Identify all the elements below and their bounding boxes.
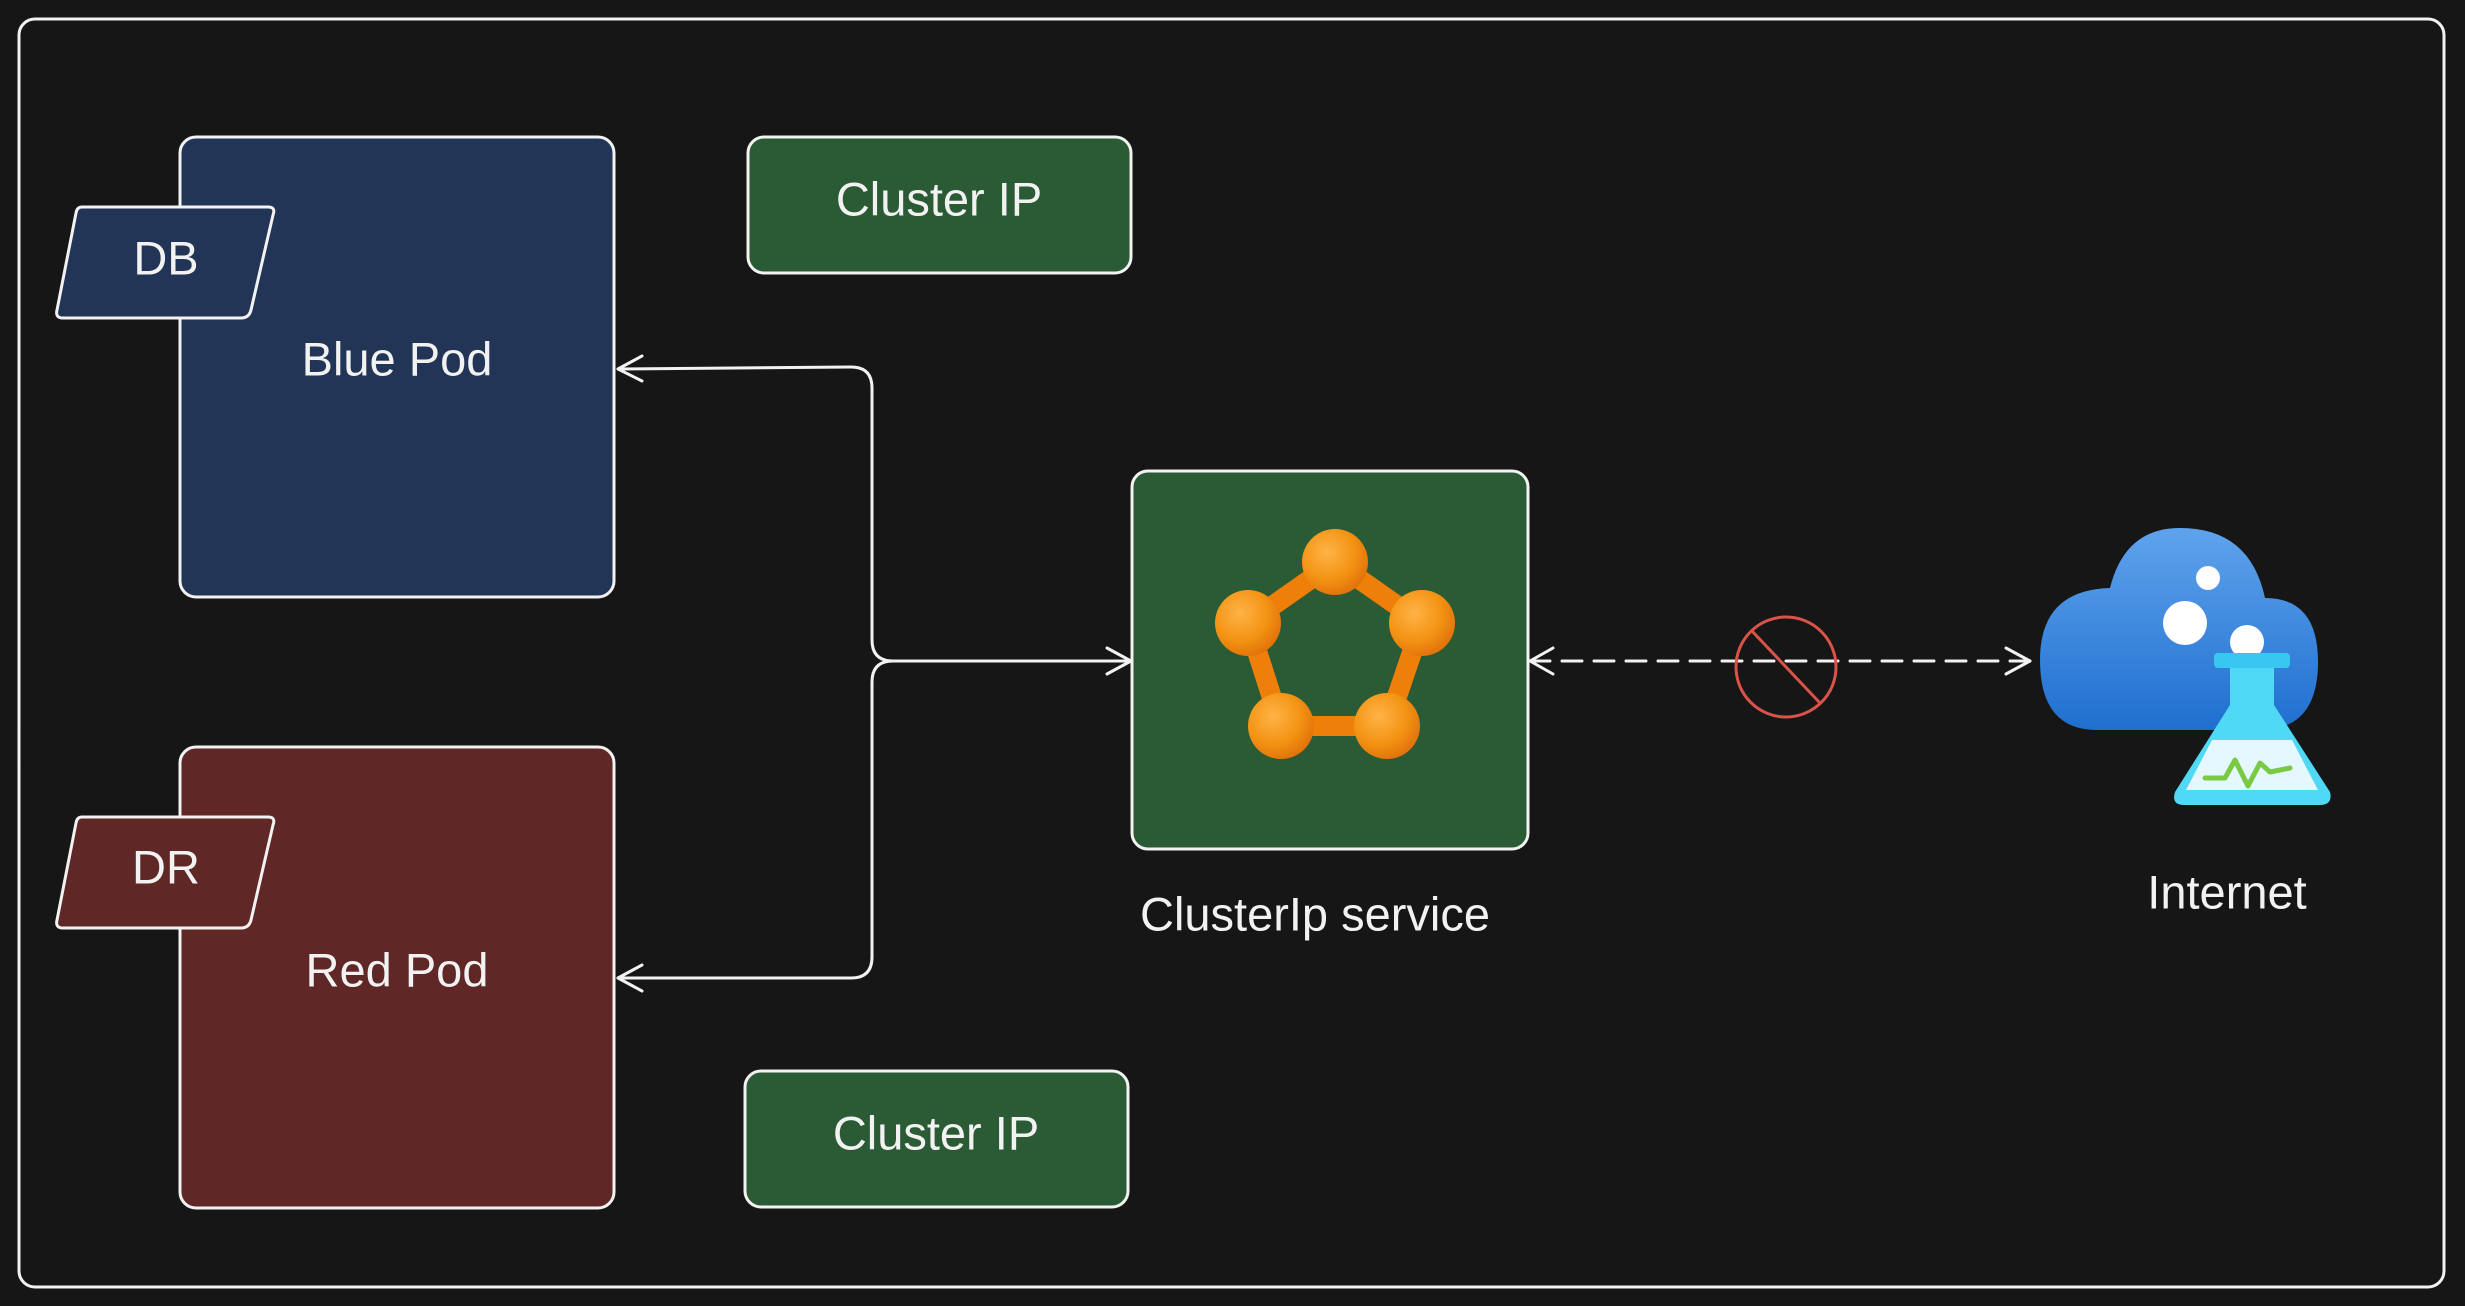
cluster-ip-top[interactable]: Cluster IP (746, 135, 1133, 275)
cluster-ip-top-label: Cluster IP (836, 172, 1042, 225)
blue-pod[interactable]: Blue Pod (178, 135, 616, 599)
dr-tag-shape (55, 815, 276, 930)
red-pod[interactable]: Red Pod (178, 745, 616, 1210)
red-pod-box (178, 745, 616, 1210)
bubble-small (2196, 566, 2220, 590)
clusterip-service-label: ClusterIp service (1140, 887, 1490, 940)
bubble-large (2163, 601, 2207, 645)
blue-pod-label: Blue Pod (302, 332, 493, 385)
cluster-ip-bottom-label: Cluster IP (833, 1106, 1039, 1159)
cloud-lab-icon[interactable] (2040, 528, 2331, 805)
cluster-ip-bottom-box (743, 1069, 1130, 1209)
cluster-ip-top-box (746, 135, 1133, 275)
clusterip-service[interactable] (1130, 469, 1530, 851)
connector-service-to-red-pod (616, 659, 1132, 980)
db-tag[interactable]: DB (55, 205, 276, 320)
blocked-icon (1734, 615, 1838, 719)
internet-label: Internet (2147, 865, 2306, 918)
cluster-ip-bottom[interactable]: Cluster IP (743, 1069, 1130, 1209)
arrowhead-right (2004, 646, 2032, 676)
blocked-connection (1528, 646, 2032, 676)
arrowhead-left (1528, 646, 1555, 676)
arrowhead-blue-pod (616, 354, 644, 383)
flask-pulse (2202, 757, 2293, 789)
dr-tag-label: DR (132, 840, 200, 893)
connector-service-to-blue-pod (616, 365, 1132, 663)
dr-tag[interactable]: DR (55, 815, 276, 930)
arrowhead-red-pod (616, 963, 644, 993)
network-nodes-icon (1215, 529, 1455, 759)
bubble-flask (2230, 625, 2264, 659)
blue-pod-box (178, 135, 616, 599)
db-tag-label: DB (133, 231, 198, 284)
clusterip-service-box (1130, 469, 1530, 851)
flask-cap (2214, 653, 2290, 668)
red-pod-label: Red Pod (306, 943, 489, 996)
pod-connectors (616, 354, 1133, 993)
db-tag-shape (55, 205, 276, 320)
